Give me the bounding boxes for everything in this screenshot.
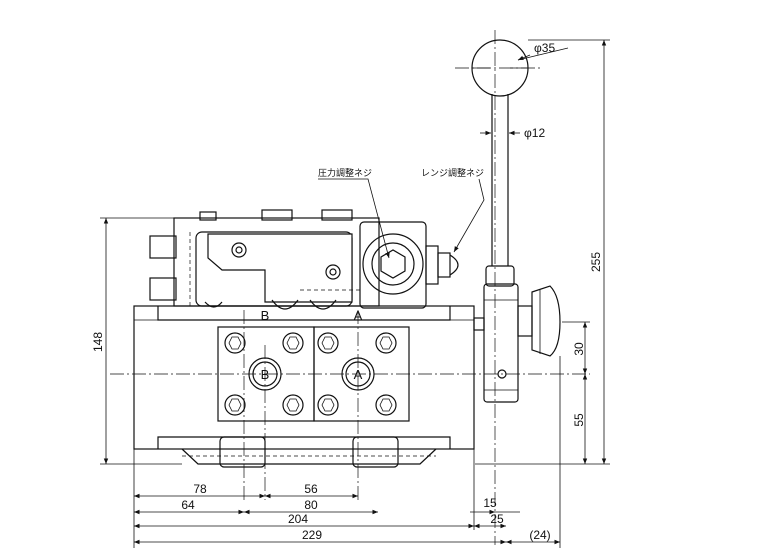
dim-64-text: 64 — [181, 498, 195, 512]
dim-80-text: 80 — [304, 498, 318, 512]
dimension-lever-dia: φ12 — [480, 126, 545, 140]
lever-handle — [471, 39, 561, 403]
dimension-ball-dia: φ35 — [472, 41, 569, 69]
range-screw-label: レンジ調整ネジ — [421, 167, 484, 178]
dim-25-text: 25 — [490, 512, 504, 526]
mounting-bolts — [224, 332, 397, 416]
dimension-229: 229 — [134, 528, 506, 545]
total-height-text: 255 — [589, 252, 603, 272]
adjust-screw-assembly — [359, 221, 459, 309]
dimension-78: 78 — [134, 482, 265, 499]
dimension-body-height: 148 — [91, 217, 182, 465]
dimension-total-height: 255 — [475, 39, 610, 465]
pressure-screw-label: 圧力調整ネジ — [318, 167, 372, 178]
dimension-side-30: 30 — [562, 321, 590, 374]
dim-229-text: 229 — [302, 528, 322, 542]
side-30-text: 30 — [572, 342, 586, 356]
dimension-64: 64 — [134, 498, 244, 515]
port-b-label: B — [261, 367, 270, 382]
bolt — [317, 332, 339, 354]
side-55-text: 55 — [572, 413, 586, 427]
dimension-24: (24) — [506, 528, 560, 545]
port-a-header: A — [354, 308, 363, 323]
dim-24-text: (24) — [529, 528, 550, 542]
manifold-base — [133, 305, 475, 468]
bolt — [375, 332, 397, 354]
dimension-side-55: 55 — [572, 374, 588, 464]
body-height-text: 148 — [91, 332, 105, 352]
dimension-204: 204 — [134, 512, 474, 529]
dim-204-text: 204 — [288, 512, 308, 526]
callout-pressure-screw: 圧力調整ネジ — [318, 167, 390, 259]
port-b-header: B — [261, 308, 270, 323]
dim-15-text: 15 — [483, 496, 497, 510]
bolt — [282, 394, 304, 416]
bolt — [224, 332, 246, 354]
port-a: A A — [341, 308, 375, 391]
dim-56-text: 56 — [304, 482, 318, 496]
dimension-56: 56 — [265, 482, 358, 499]
dimension-80: 80 — [244, 498, 378, 515]
dimension-15: 15 — [470, 496, 520, 515]
port-a-label: A — [354, 367, 363, 382]
bottom-extension-lines — [133, 356, 561, 548]
bolt — [282, 332, 304, 354]
bolt — [375, 394, 397, 416]
callout-range-screw: レンジ調整ネジ — [421, 167, 485, 253]
ball-dia-text: φ35 — [534, 41, 555, 55]
valve-body — [149, 209, 380, 310]
lever-dia-text: φ12 — [524, 126, 545, 140]
port-b: B B — [248, 308, 282, 391]
bolt — [317, 394, 339, 416]
dimension-25: 25 — [474, 512, 506, 529]
bolt — [224, 394, 246, 416]
dim-78-text: 78 — [193, 482, 207, 496]
